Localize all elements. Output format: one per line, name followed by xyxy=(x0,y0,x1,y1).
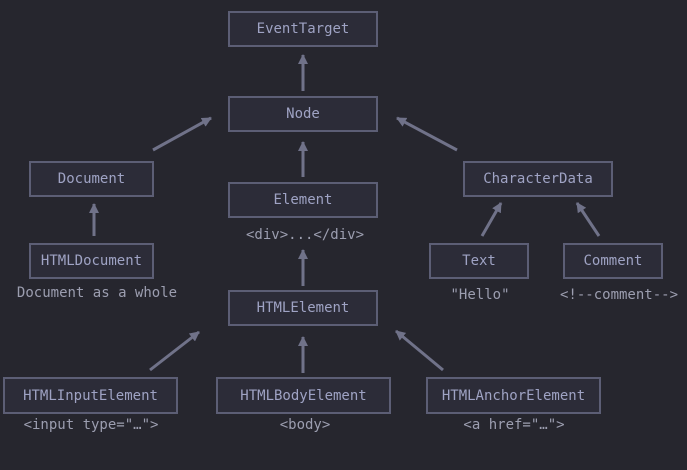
node-html-anchor-element: HTMLAnchorElement xyxy=(426,377,601,414)
note-html-body-element: <body> xyxy=(279,417,331,433)
arrow-comment-to-character-data xyxy=(575,202,601,237)
node-text: Text xyxy=(429,243,529,279)
node-element: Element xyxy=(228,182,378,218)
note-html-input-element: <input type="…"> xyxy=(23,417,159,433)
note-html-document: Document as a whole xyxy=(16,285,178,301)
arrow-document-to-node xyxy=(152,116,212,152)
node-comment: Comment xyxy=(563,243,663,279)
arrow-text-to-character-data xyxy=(480,202,503,237)
note-element: <div>...</div> xyxy=(245,227,365,243)
node-event-target: EventTarget xyxy=(228,11,378,47)
node-document: Document xyxy=(29,161,154,197)
arrow-character-data-to-node xyxy=(396,116,458,152)
node-html-input-element: HTMLInputElement xyxy=(3,377,178,414)
arrow-html-input-element-to-html-element xyxy=(149,330,200,372)
note-html-anchor-element: <a href="…"> xyxy=(463,417,565,433)
note-comment: <!--comment--> xyxy=(559,287,679,303)
node-html-body-element: HTMLBodyElement xyxy=(216,377,391,414)
arrow-html-anchor-element-to-html-element xyxy=(395,329,444,372)
node-html-document: HTMLDocument xyxy=(29,243,154,279)
note-text: "Hello" xyxy=(450,287,510,303)
node-html-element: HTMLElement xyxy=(228,290,378,326)
node-character-data: CharacterData xyxy=(463,161,613,197)
node-node: Node xyxy=(228,96,378,132)
